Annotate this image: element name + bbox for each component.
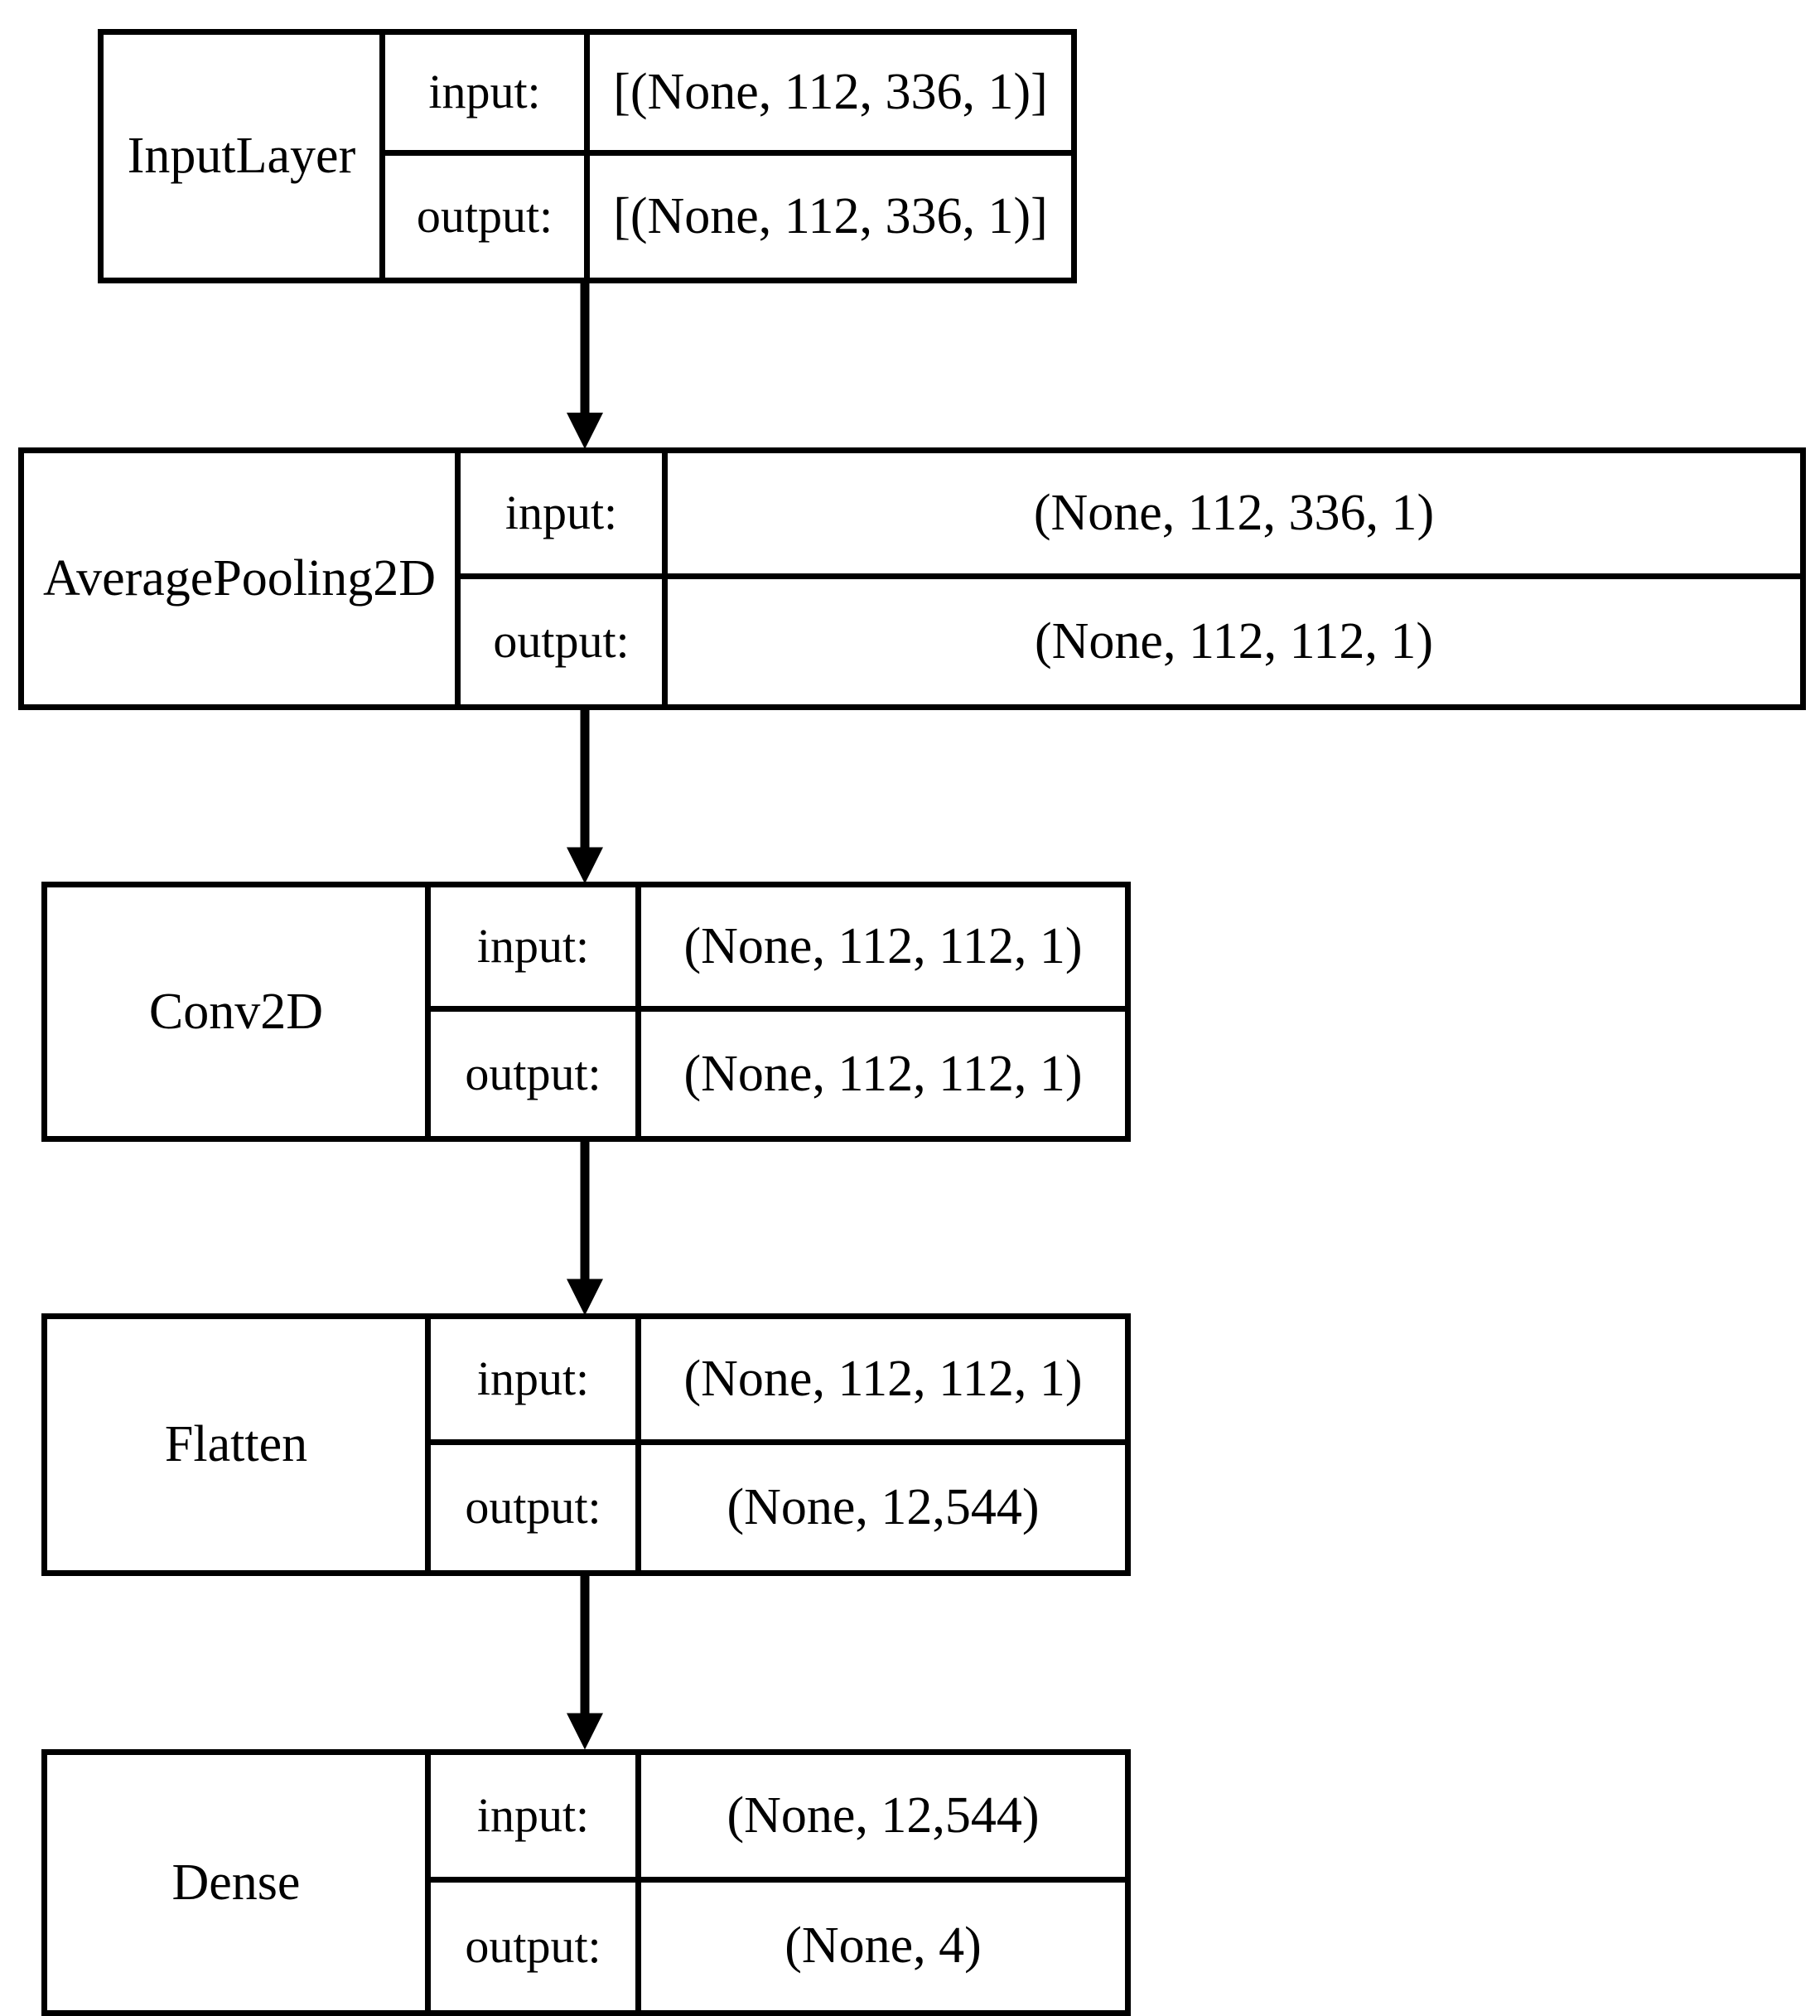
io-key-label: input: — [476, 1351, 590, 1406]
layer-name-label: InputLayer — [127, 127, 356, 184]
io-row-output: output: (None, 12,544) — [431, 1444, 1125, 1571]
io-row-input: input: (None, 112, 336, 1) — [461, 452, 1800, 579]
connector-arrow-flatten-to-dense — [560, 1576, 610, 1753]
layer-name-cell-dense: Dense — [47, 1755, 431, 2010]
io-key-label: input: — [428, 65, 541, 118]
io-key-cell-input: input: — [431, 1755, 641, 1878]
io-key-label: input: — [476, 1788, 590, 1843]
io-row-output: output: (None, 112, 112, 1) — [461, 578, 1800, 705]
layer-name-label: Dense — [171, 1854, 301, 1911]
io-key-cell-input: input: — [385, 34, 590, 151]
io-value-label: (None, 112, 112, 1) — [683, 1351, 1083, 1408]
io-key-cell-output: output: — [461, 578, 668, 705]
layer-name-cell-average-pooling-2d: AveragePooling2D — [24, 452, 461, 705]
layer-block-average-pooling-2d[interactable]: AveragePooling2D input: (None, 112, 336,… — [18, 447, 1806, 711]
io-key-cell-output: output: — [385, 156, 590, 278]
connector-arrow-conv-2d-to-flatten — [560, 1142, 610, 1318]
io-key-label: output: — [465, 1046, 601, 1100]
io-key-label: input: — [476, 919, 590, 974]
io-table-dense: input: (None, 12,544) output: (None, 4) — [431, 1755, 1125, 2010]
layer-block-conv-2d[interactable]: Conv2D input: (None, 112, 112, 1) output… — [41, 882, 1131, 1143]
io-key-cell-output: output: — [431, 1444, 641, 1571]
io-value-cell-output: (None, 4) — [641, 1883, 1125, 2010]
io-key-label: output: — [493, 613, 630, 668]
io-row-output: output: (None, 4) — [431, 1883, 1125, 2010]
layer-block-flatten[interactable]: Flatten input: (None, 112, 112, 1) outpu… — [41, 1313, 1131, 1577]
io-value-label: (None, 4) — [784, 1917, 982, 1975]
io-value-cell-output: (None, 12,544) — [641, 1445, 1125, 1571]
io-value-cell-output: (None, 112, 112, 1) — [641, 1012, 1125, 1136]
io-value-label: [(None, 112, 336, 1)] — [613, 188, 1048, 245]
io-key-cell-output: output: — [431, 1012, 641, 1137]
io-table-input-layer: input: [(None, 112, 336, 1)] output: [(N… — [385, 34, 1071, 278]
io-table-conv-2d: input: (None, 112, 112, 1) output: (None… — [431, 887, 1125, 1137]
io-key-cell-input: input: — [431, 887, 641, 1007]
io-value-label: [(None, 112, 336, 1)] — [613, 63, 1048, 120]
io-value-label: (None, 12,544) — [727, 1479, 1040, 1536]
io-value-cell-input: (None, 112, 112, 1) — [641, 1319, 1125, 1439]
io-value-label: (None, 12,544) — [727, 1787, 1040, 1844]
io-key-label: output: — [465, 1918, 601, 1973]
io-table-flatten: input: (None, 112, 112, 1) output: (None… — [431, 1319, 1125, 1571]
io-value-cell-input: (None, 112, 112, 1) — [641, 887, 1125, 1006]
io-row-output: output: (None, 112, 112, 1) — [431, 1012, 1125, 1137]
io-value-label: (None, 112, 112, 1) — [683, 918, 1083, 975]
layer-name-cell-flatten: Flatten — [47, 1319, 431, 1571]
io-row-input: input: (None, 112, 112, 1) — [431, 887, 1125, 1013]
connector-arrow-average-pooling-2d-to-conv-2d — [560, 710, 610, 887]
io-key-cell-input: input: — [461, 452, 668, 573]
io-key-cell-input: input: — [431, 1319, 641, 1439]
layer-name-label: Flatten — [164, 1416, 308, 1473]
io-row-input: input: (None, 112, 112, 1) — [431, 1319, 1125, 1445]
layer-name-cell-input-layer: InputLayer — [104, 34, 385, 278]
io-value-label: (None, 112, 336, 1) — [1033, 484, 1435, 541]
io-value-cell-input: (None, 12,544) — [641, 1755, 1125, 1877]
layer-name-cell-conv-2d: Conv2D — [47, 887, 431, 1137]
io-value-label: (None, 112, 112, 1) — [683, 1045, 1083, 1102]
layer-block-input-layer[interactable]: InputLayer input: [(None, 112, 336, 1)] … — [98, 28, 1077, 284]
layer-block-dense[interactable]: Dense input: (None, 12,544) output: (Non… — [41, 1749, 1131, 2016]
io-key-label: input: — [504, 485, 618, 539]
io-key-label: output: — [416, 189, 553, 244]
io-row-input: input: (None, 12,544) — [431, 1755, 1125, 1883]
io-value-cell-output: (None, 112, 112, 1) — [668, 579, 1800, 705]
io-value-label: (None, 112, 112, 1) — [1035, 612, 1433, 670]
io-table-average-pooling-2d: input: (None, 112, 336, 1) output: (None… — [461, 452, 1800, 705]
layer-name-label: Conv2D — [148, 983, 324, 1040]
layer-name-label: AveragePooling2D — [42, 549, 437, 607]
io-key-label: output: — [465, 1480, 601, 1535]
io-row-input: input: [(None, 112, 336, 1)] — [385, 34, 1071, 157]
io-key-cell-output: output: — [431, 1883, 641, 2010]
io-value-cell-input: (None, 112, 336, 1) — [668, 453, 1800, 573]
io-row-output: output: [(None, 112, 336, 1)] — [385, 156, 1071, 278]
io-value-cell-output: [(None, 112, 336, 1)] — [590, 156, 1071, 278]
io-value-cell-input: [(None, 112, 336, 1)] — [590, 35, 1071, 151]
connector-arrow-input-layer-to-average-pooling-2d — [560, 283, 610, 452]
